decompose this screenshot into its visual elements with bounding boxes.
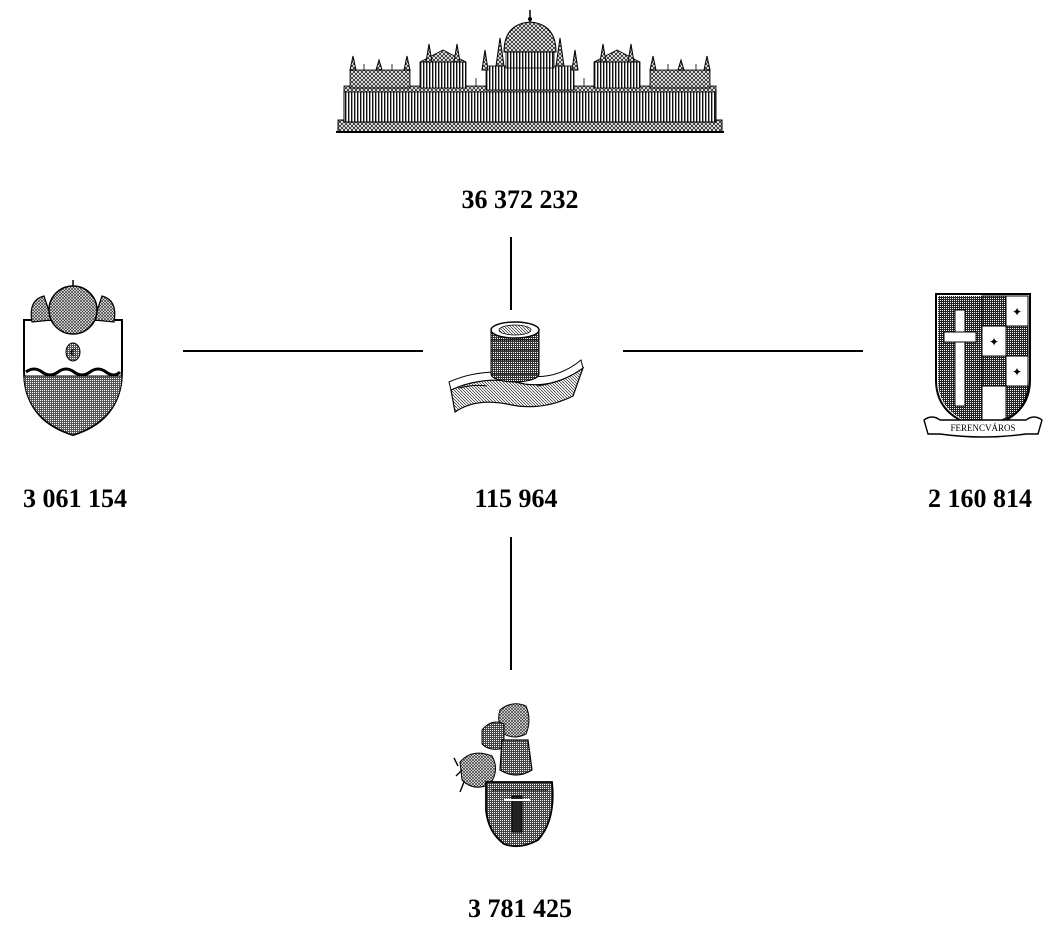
ribbon-text: FERENCVÁROS (950, 423, 1015, 433)
center-value-label: 115 964 (474, 484, 558, 513)
right-value-label: 2 160 814 (928, 484, 1032, 513)
svg-text:€: € (69, 349, 76, 359)
svg-text:✦: ✦ (1012, 365, 1022, 379)
coat-of-arms-crowned-shield-icon: € (18, 280, 128, 440)
knight-helmet-coat-of-arms-icon (452, 700, 572, 860)
money-coins-banknotes-icon (445, 300, 587, 420)
parliament-building-icon (336, 10, 724, 136)
connector-right (623, 350, 863, 352)
bottom-value-label: 3 781 425 (468, 894, 572, 923)
left-value-label: 3 061 154 (23, 484, 127, 513)
top-value-label: 36 372 232 (461, 185, 579, 214)
connector-bottom (510, 537, 512, 670)
svg-text:✦: ✦ (1012, 305, 1022, 319)
ferencvaros-coat-of-arms-icon: ✦ ✦ ✦ FERENCVÁROS (922, 288, 1044, 444)
svg-text:✦: ✦ (989, 335, 999, 349)
connector-left (183, 350, 423, 352)
connector-top (510, 237, 512, 310)
